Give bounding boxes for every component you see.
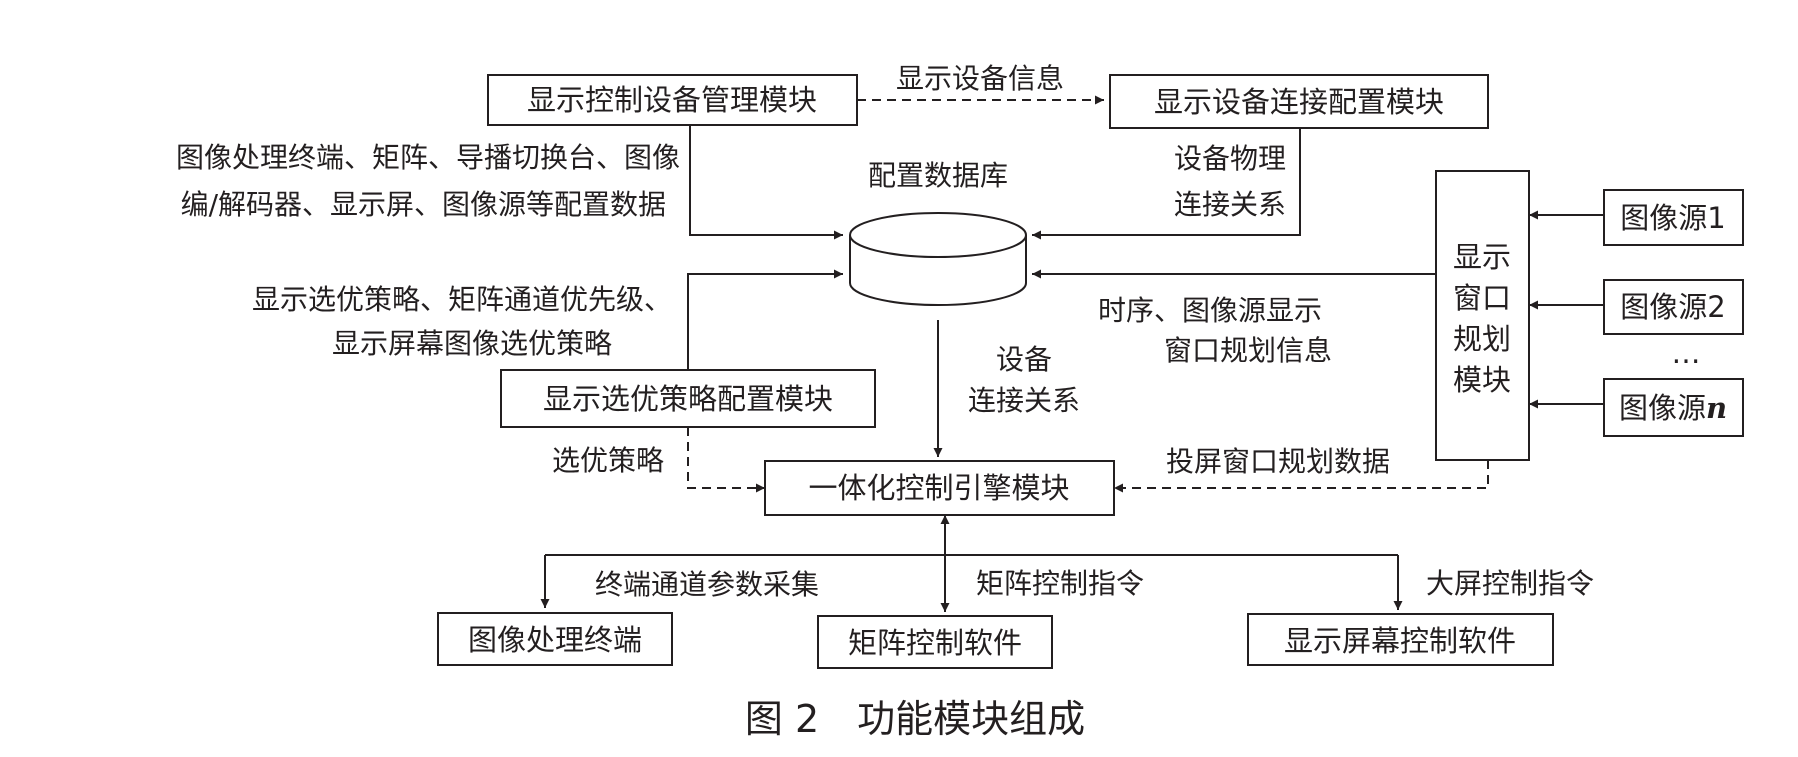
physical-connection-label-1: 设备物理: [1174, 142, 1286, 175]
display-opt-policy-config-label: 显示选优策略配置模块: [543, 382, 833, 416]
matrix-ctrl-cmd-label: 矩阵控制指令: [976, 567, 1144, 600]
display-screen-ctrl-software-box: [1247, 613, 1554, 666]
integrated-ctrl-engine-box: [764, 460, 1115, 516]
display-ctrl-device-mgmt-label: 显示控制设备管理模块: [527, 83, 817, 117]
device-config-data-label-2: 编/解码器、显示屏、图像源等配置数据: [181, 188, 666, 221]
physical-connection-label-2: 连接关系: [1174, 188, 1286, 221]
display-ctrl-device-mgmt-box: [487, 74, 858, 126]
display-window-planning-label-1: 显示: [1453, 240, 1511, 274]
display-device-conn-config-box: [1109, 74, 1489, 129]
optimization-policy-arrow: [687, 427, 765, 493]
image-source-2-label: 图像源2: [1620, 290, 1725, 324]
projection-window-data-label: 投屏窗口规划数据: [1166, 445, 1390, 478]
config-database-label: 配置数据库: [868, 159, 1008, 192]
matrix-ctrl-software-label: 矩阵控制软件: [848, 626, 1022, 660]
figure-caption: 图 2 功能模块组成: [745, 697, 1085, 741]
device-config-data-label-1: 图像处理终端、矩阵、导播切换台、图像: [176, 141, 680, 174]
image-processing-terminal-box: [437, 612, 673, 666]
display-window-planning-box: [1435, 170, 1530, 461]
device-connection-label-2: 连接关系: [968, 384, 1080, 417]
display-opt-policy-config-box: [500, 369, 876, 428]
image-source-2-box: [1603, 279, 1744, 335]
device-config-data-arrow: [689, 124, 843, 240]
display-window-planning-label-2: 窗口: [1453, 281, 1511, 315]
policy-priority-label-2: 显示屏幕图像选优策略: [332, 327, 612, 360]
projection-window-data-arrow: [1114, 460, 1489, 493]
optimization-policy-label: 选优策略: [552, 444, 664, 477]
bigscreen-ctrl-cmd-label: 大屏控制指令: [1426, 567, 1594, 600]
timing-window-info-label-1: 时序、图像源显示: [1098, 294, 1322, 327]
image-source-n-box: [1603, 378, 1744, 437]
integrated-ctrl-engine-label: 一体化控制引擎模块: [808, 471, 1069, 505]
display-device-info-label: 显示设备信息: [896, 62, 1064, 95]
display-window-planning-label-4: 模块: [1453, 363, 1511, 397]
device-connection-label-1: 设备: [996, 343, 1052, 376]
config-database-cylinder: [849, 212, 1027, 306]
policy-priority-arrow: [687, 269, 843, 370]
timing-window-info-label-2: 窗口规划信息: [1164, 334, 1332, 367]
image-source-ellipsis: …: [1672, 336, 1701, 370]
image-source-1-label: 图像源1: [1620, 201, 1725, 235]
terminal-channel-param-label: 终端通道参数采集: [595, 568, 819, 601]
display-window-planning-label-3: 规划: [1453, 322, 1511, 356]
image-source-n-label: 图像源n: [1619, 391, 1727, 425]
display-screen-ctrl-software-label: 显示屏幕控制软件: [1284, 624, 1516, 658]
physical-connection-arrow: [1032, 128, 1301, 240]
policy-priority-label-1: 显示选优策略、矩阵通道优先级、: [252, 283, 672, 316]
image-processing-terminal-label: 图像处理终端: [468, 623, 642, 657]
matrix-ctrl-software-box: [817, 615, 1053, 669]
display-device-conn-config-label: 显示设备连接配置模块: [1154, 85, 1444, 119]
image-source-1-box: [1603, 189, 1744, 246]
